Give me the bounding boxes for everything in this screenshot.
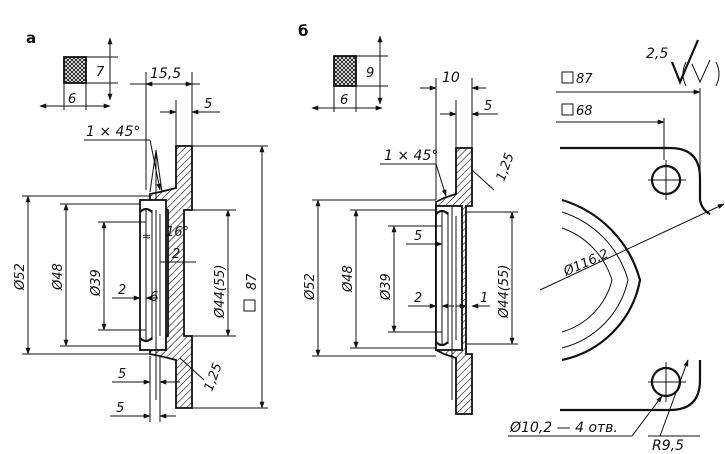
panel-a-sample-section — [63, 56, 87, 84]
panel-b-chamfer: 1 × 45° — [384, 148, 438, 164]
panel-a-d52: Ø52 — [13, 263, 28, 291]
panel-a-sample: 7 6 — [39, 37, 118, 110]
panel-b-sample-height: 9 — [366, 66, 374, 81]
panel-a-sample-height: 7 — [96, 65, 105, 80]
panel-a-d44: Ø44(55) — [213, 265, 228, 319]
panel-a-sq87: 87 — [245, 273, 260, 290]
panel-a-square-symbol — [243, 299, 256, 312]
panel-b-r125: 1,25 — [494, 151, 518, 183]
panel-b-seal — [435, 205, 463, 351]
panel-a-w6: 6 — [150, 290, 158, 305]
roughness-brackets-icon — [682, 61, 720, 87]
plan-bore-outer — [561, 198, 642, 362]
panel-a-b5a: 5 — [118, 367, 126, 382]
plan-radius: R9,5 — [652, 438, 684, 454]
panel-a-angle: 16° — [166, 225, 189, 240]
plan-d116: Ø116,2 — [561, 247, 611, 280]
panel-b-sample-section — [333, 55, 357, 87]
panel-a-section — [139, 145, 193, 409]
panel-b-sample: 9 6 — [311, 35, 388, 112]
plan-sq68: 68 — [576, 104, 593, 119]
roughness-check-icon — [670, 39, 700, 85]
panel-b-d44: Ø44(55) — [497, 265, 512, 319]
panel-a-top-width: 15,5 — [150, 66, 181, 82]
panel-a-d48: Ø48 — [51, 263, 66, 291]
panel-a-r125: 1,25 — [202, 361, 226, 393]
panel-a-d39: Ø39 — [89, 269, 104, 297]
panel-b-label: б — [298, 22, 308, 40]
panel-b-g2: 2 — [414, 291, 422, 306]
panel-a-chamfer: 1 × 45° — [86, 124, 140, 140]
roughness-value: 2,5 — [646, 46, 668, 62]
panel-b-top-width: 10 — [442, 70, 460, 86]
panel-a-b5b: 5 — [116, 401, 124, 416]
panel-a-approx: ≈ — [142, 230, 151, 243]
panel-b-g1: 1 — [480, 291, 488, 306]
panel-b-g5: 5 — [414, 229, 422, 244]
plan-outline-break — [698, 199, 711, 215]
panel-b-sample-width: 6 — [340, 93, 348, 108]
panel-a-g2: 2 — [118, 283, 126, 298]
panel-b-d48: Ø48 — [341, 265, 356, 293]
panel-b-flange: 5 — [484, 99, 492, 114]
plan-square-symbol-68 — [561, 103, 574, 116]
panel-a-label: а — [26, 29, 36, 47]
panel-b-section — [435, 147, 473, 415]
panel-a-seal — [139, 199, 167, 351]
panel-a-flange: 5 — [204, 97, 212, 112]
panel-b-d52: Ø52 — [303, 273, 318, 301]
panel-b: б 9 6 10 5 — [298, 22, 518, 415]
plan-square-symbol-87 — [561, 71, 574, 84]
panel-a: а 7 6 1 — [13, 29, 268, 422]
plan-view: 2,5 87 68 Ø116,2 Ø10,2 — [508, 39, 725, 454]
plan-bore-inner — [561, 211, 629, 349]
panel-a-sample-width: 6 — [68, 92, 76, 107]
panel-b-d39: Ø39 — [379, 273, 394, 301]
panel-a-groove: 2 — [172, 247, 180, 262]
plan-sq87: 87 — [576, 72, 593, 87]
plan-holes: Ø10,2 — 4 отв. — [509, 420, 618, 436]
